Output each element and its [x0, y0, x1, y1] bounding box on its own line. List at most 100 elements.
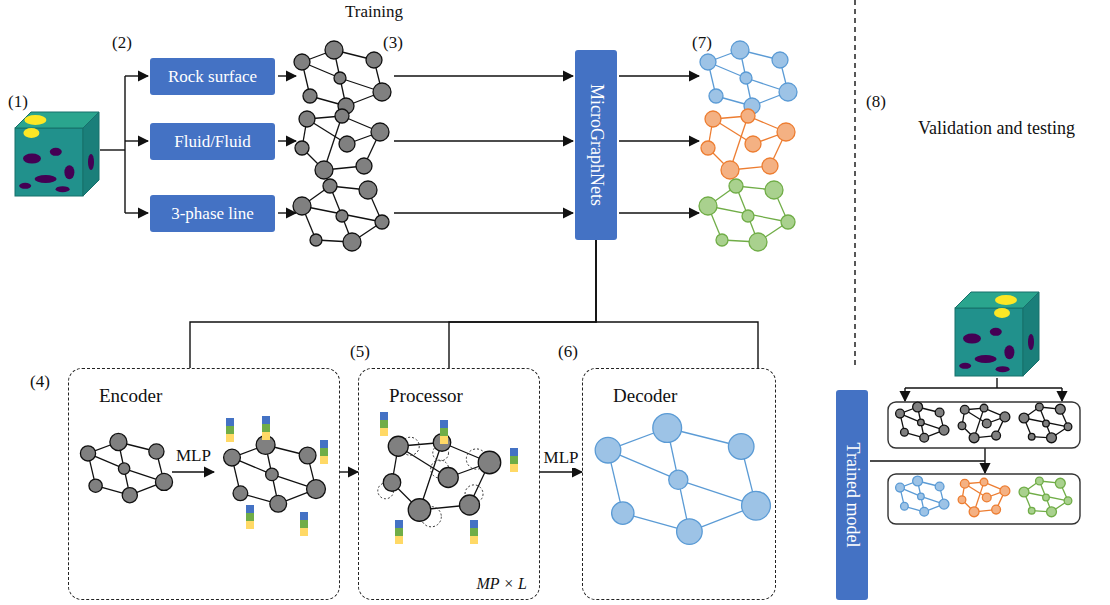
arrow-line	[619, 212, 699, 213]
graph-node	[310, 234, 322, 246]
graph-node	[918, 419, 925, 426]
arrow-line	[394, 140, 573, 141]
graph-edge	[1024, 418, 1068, 427]
model-box: MicroGraphNets	[575, 50, 617, 240]
graph-node	[939, 425, 949, 435]
feature-bar	[470, 528, 478, 536]
graph-node	[1000, 412, 1010, 422]
graph-node	[709, 89, 723, 103]
graph-node	[772, 52, 788, 68]
pore-blob	[990, 328, 1002, 336]
graph-node	[371, 123, 389, 141]
arrow-line	[125, 212, 148, 213]
feature-bar	[380, 412, 388, 420]
oil-blob	[23, 128, 39, 138]
graph-node	[777, 123, 795, 141]
graph-node	[307, 480, 326, 499]
graph-node	[728, 434, 754, 460]
graph-node	[700, 54, 716, 70]
node-label: Rock surface	[168, 67, 257, 87]
feature-bar	[300, 520, 308, 528]
feature-bar	[300, 512, 308, 520]
graph-figure	[293, 179, 389, 251]
graph-node	[335, 109, 349, 123]
graph-node	[1036, 477, 1044, 485]
process-box: Fluid/Fluid	[150, 123, 275, 160]
input-panel	[888, 402, 1080, 448]
arrow-line	[619, 140, 699, 141]
graph-figure	[896, 476, 949, 516]
graph-node	[896, 483, 905, 492]
graph-node	[958, 422, 966, 430]
cube-side	[1023, 292, 1039, 376]
graph-node	[781, 215, 795, 229]
pore-blob	[959, 363, 971, 369]
graph-node	[408, 499, 431, 522]
feature-bar	[320, 440, 328, 448]
graph-node	[749, 233, 767, 251]
graph-figure	[595, 414, 770, 545]
feature-bar	[300, 528, 308, 536]
output-panel	[888, 474, 1080, 524]
rock-cube	[955, 292, 1039, 376]
arrow-line	[904, 388, 905, 401]
pore-blob	[963, 334, 981, 344]
graph-node	[149, 444, 164, 459]
graph-node	[373, 83, 391, 101]
diagram-title: Training	[345, 2, 403, 22]
graph-node	[939, 499, 949, 509]
cube-side	[83, 112, 99, 196]
edge-label: MLP	[542, 448, 581, 468]
graph-node	[438, 468, 458, 488]
graph-node	[155, 473, 172, 490]
graph-figure	[295, 109, 389, 179]
graph-edge	[667, 428, 689, 532]
graph-node	[741, 109, 755, 123]
graph-node	[612, 502, 634, 524]
model-box: Trained model	[836, 390, 868, 600]
graph-edge	[1024, 492, 1068, 501]
callout-number: (6)	[558, 342, 578, 362]
bracket-line	[190, 240, 596, 368]
arrow-line	[394, 75, 573, 76]
bracket-line	[449, 240, 596, 368]
graph-figure	[699, 179, 795, 251]
graph-node	[388, 436, 408, 456]
callout-number: (5)	[350, 342, 370, 362]
graph-figure	[958, 478, 1010, 517]
graph-node	[1000, 486, 1010, 496]
feature-bar	[510, 464, 518, 472]
pore-blob	[88, 154, 94, 170]
feature-bar	[226, 426, 234, 434]
graph-node	[779, 83, 797, 101]
callout-number: (2)	[112, 33, 132, 53]
pore-blob	[50, 148, 62, 156]
graph-node	[669, 470, 688, 489]
fork-line	[996, 378, 997, 388]
graph-node	[323, 179, 337, 193]
graph-node	[762, 158, 778, 174]
process-box: Rock surface	[150, 58, 275, 95]
graph-figure	[224, 436, 326, 513]
graph-node	[980, 478, 988, 486]
oil-blob	[994, 308, 1010, 318]
graph-node	[913, 476, 923, 486]
arrow-line	[278, 140, 296, 141]
feature-bar	[262, 424, 270, 432]
graph-figure	[896, 402, 949, 442]
graph-node	[299, 447, 316, 464]
graph-node	[982, 419, 991, 428]
fork-line	[100, 149, 125, 150]
flow-arrow	[540, 471, 582, 472]
feature-bar	[320, 448, 328, 456]
arrow-line	[125, 75, 148, 76]
feature-bar	[470, 520, 478, 528]
divider-line	[854, 0, 855, 365]
graph-node	[478, 451, 501, 474]
graph-node	[315, 161, 333, 179]
graph-figure	[958, 404, 1010, 442]
pore-blob	[19, 183, 31, 189]
feature-bar	[395, 528, 403, 536]
graph-node	[325, 41, 343, 59]
node-label: 3-phase line	[171, 204, 254, 224]
